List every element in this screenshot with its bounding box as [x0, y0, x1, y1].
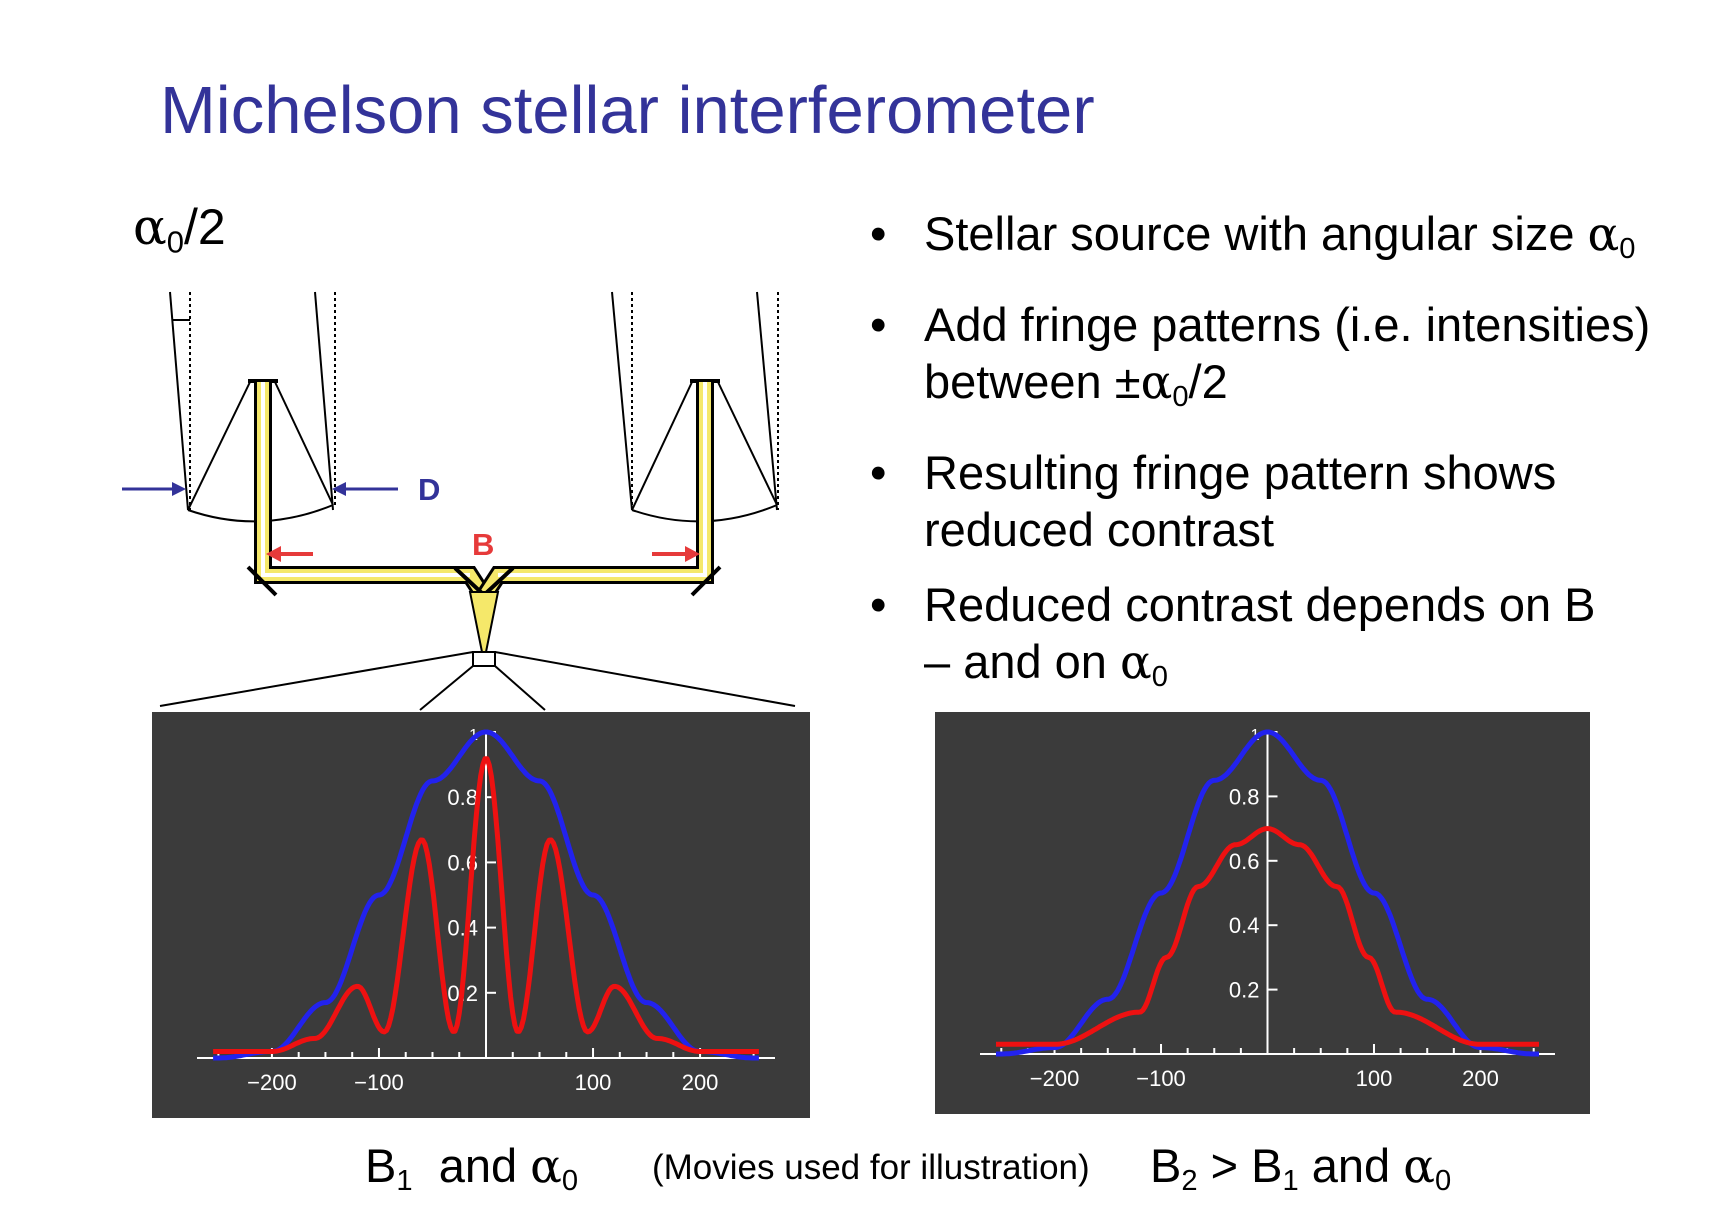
bullet-item: • Reduced contrast depends on B– and on α…: [870, 576, 1710, 706]
y-tick-label: 0.8: [1229, 784, 1260, 809]
caption-middle: (Movies used for illustration): [652, 1148, 1090, 1187]
right-tube-wall: [756, 291, 778, 511]
fringe-curve: [212, 756, 760, 1054]
bullet-text: Resulting fringe pattern shows: [924, 446, 1557, 500]
baseline-label: B: [472, 527, 494, 562]
alpha-subscript: 0: [1151, 661, 1168, 694]
bullet-list: •Stellar source with angular size α0 •Ad…: [870, 205, 1710, 724]
bullet-dot: •: [870, 446, 887, 500]
y-tick-label: 0.4: [1229, 913, 1260, 938]
caption-b-sub: 2: [1181, 1165, 1198, 1198]
caption-alpha: α: [530, 1139, 562, 1194]
caption-and: and: [438, 1139, 531, 1192]
envelope-curve: [995, 729, 1540, 1057]
x-tick-label: −200: [1030, 1066, 1080, 1091]
envelope-curve: [212, 729, 760, 1061]
bullet-item: • Add fringe patterns (i.e. intensities)b…: [870, 296, 1710, 426]
focus-cone: [468, 591, 500, 653]
x-tick-label: −100: [354, 1070, 404, 1095]
slide-title: Michelson stellar interferometer: [160, 73, 1095, 148]
alpha-symbol: α: [1587, 207, 1620, 262]
bullet-dot: •: [870, 207, 887, 260]
left-fold-mirror: [246, 565, 278, 597]
x-tick-label: 200: [1462, 1066, 1499, 1091]
alpha-symbol: α: [1140, 355, 1173, 411]
caption-and: and: [1298, 1139, 1404, 1192]
y-tick-label: 0.8: [447, 785, 478, 810]
angle-suffix: /2: [184, 199, 226, 255]
x-tick-label: 200: [682, 1070, 719, 1095]
baseline-arrows: [266, 546, 700, 562]
detector: [472, 651, 496, 667]
alpha-subscript: 0: [1619, 233, 1636, 266]
left-tube-wall: [169, 291, 189, 511]
bullet-text-suffix: /2: [1188, 355, 1228, 409]
bullet-text: – and on: [924, 635, 1121, 689]
bullet-text: reduced contrast: [924, 503, 1275, 557]
caption-gt: >: [1197, 1139, 1252, 1192]
x-tick-label: 100: [1356, 1066, 1393, 1091]
angle-label: α0/2: [133, 198, 226, 261]
x-tick-label: −100: [1136, 1066, 1186, 1091]
y-tick-label: 0.2: [1229, 978, 1260, 1003]
right-tube-wall: [611, 291, 633, 511]
y-tick-label: 0.4: [447, 916, 478, 941]
bullet-text: between ±: [924, 355, 1141, 409]
alpha-subscript: 0: [1172, 381, 1189, 414]
x-tick-label: −200: [247, 1070, 297, 1095]
bullet-item: • Stellar source with angular size α0: [870, 205, 1710, 278]
fringe-curve: [995, 826, 1540, 1047]
caption-b: B: [1150, 1139, 1182, 1192]
x-tick-label: 100: [575, 1070, 612, 1095]
caption-left: B1 and α0: [365, 1138, 578, 1198]
caption-b2-sub: 1: [1282, 1165, 1299, 1198]
caption-alpha-sub: 0: [1435, 1165, 1452, 1198]
angle-symbol: α: [133, 198, 167, 256]
bullet-dot: •: [870, 578, 887, 632]
bullet-dot: •: [870, 298, 887, 352]
bullet-text: Stellar source with angular size: [924, 207, 1588, 260]
beam-path: [254, 382, 714, 600]
bullet-text: Reduced contrast depends on B: [924, 578, 1596, 632]
caption-alpha: α: [1403, 1139, 1435, 1194]
y-tick-label: 0.6: [1229, 849, 1260, 874]
aperture-label: D: [418, 472, 440, 507]
caption-b: B: [365, 1139, 397, 1192]
caption-b-sub: 1: [396, 1165, 413, 1198]
aperture-arrows: [122, 482, 398, 496]
angle-subscript: 0: [166, 224, 185, 260]
left-tube-wall: [314, 291, 334, 511]
caption-alpha-sub: 0: [561, 1165, 579, 1198]
caption-right: B2 > B1 and α0: [1150, 1138, 1451, 1198]
caption-b2: B: [1251, 1139, 1283, 1192]
alpha-symbol: α: [1120, 635, 1152, 691]
bullet-text: Add fringe patterns (i.e. intensities): [924, 298, 1651, 352]
right-fold-mirror: [690, 565, 722, 597]
